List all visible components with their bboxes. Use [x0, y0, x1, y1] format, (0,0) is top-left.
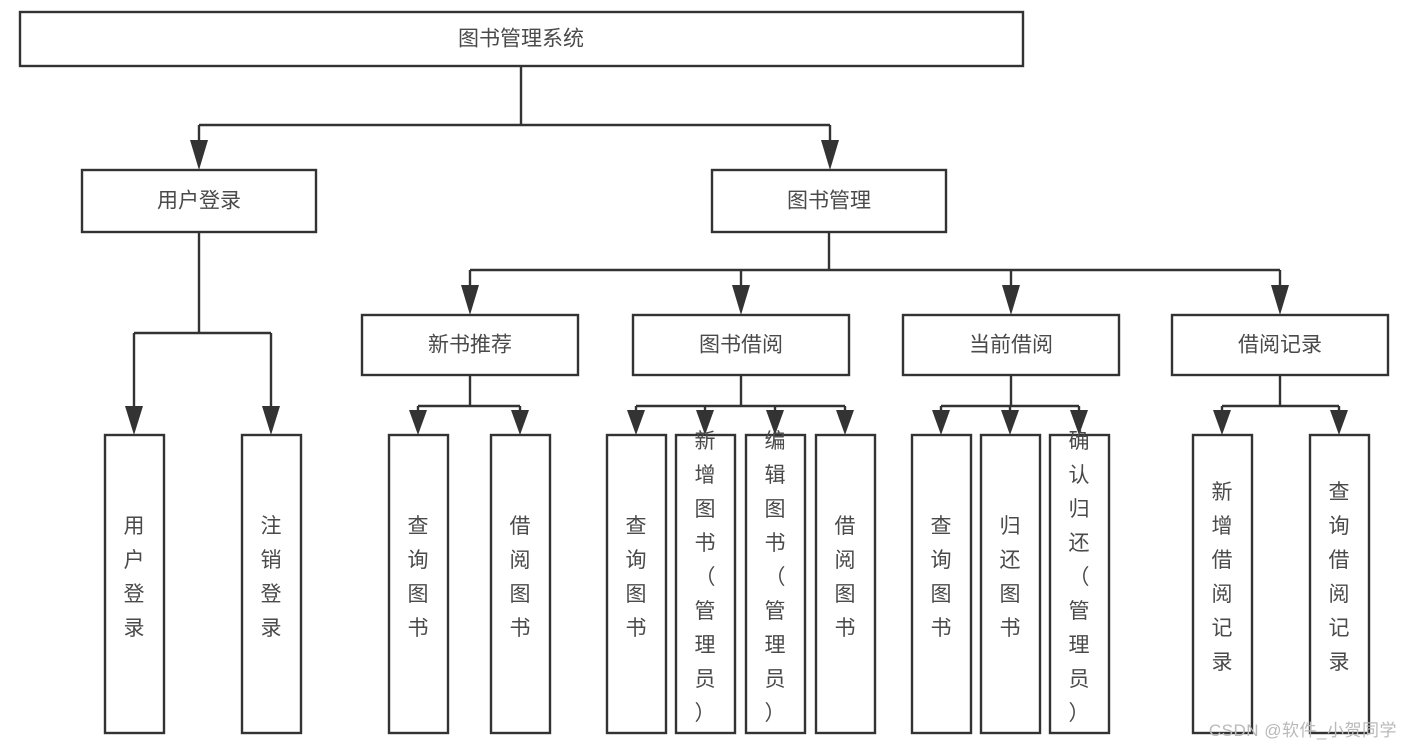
node-current-borrow-label: 当前借阅: [969, 334, 1053, 357]
node-book-management[interactable]: 图书管理: [710, 168, 948, 234]
node-leaf-add-record[interactable]: 新增借阅记录: [1191, 433, 1254, 735]
node-leaf-query-record-label: 查询借阅记录: [1329, 481, 1350, 674]
node-user-login-box[interactable]: [80, 168, 318, 234]
node-borrow-record-box[interactable]: [1170, 313, 1390, 377]
node-leaf-add-book-label: 新增图书（管理员）: [695, 430, 716, 725]
arrowhead-to-leaf-user-login: [125, 406, 143, 435]
node-user-login-label: 用户登录: [157, 190, 241, 213]
csdn-watermark: CSDN @软件_小贺同学: [1208, 721, 1397, 740]
node-book-borrow-label: 图书借阅: [699, 334, 783, 357]
arrowhead-to-book-management: [821, 140, 839, 170]
node-leaf-add-record-label: 新增借阅记录: [1212, 481, 1233, 674]
node-user-login[interactable]: 用户登录: [80, 168, 318, 234]
node-current-borrow[interactable]: 当前借阅: [901, 313, 1121, 377]
arrowhead-to-leaf-edit-book: [766, 410, 784, 435]
connector-layer: [125, 66, 1348, 435]
node-leaf-query-book-2-label: 查询图书: [626, 515, 647, 640]
arrowhead-to-new-book-recommend: [461, 285, 479, 315]
node-leaf-user-login-label: 用户登录: [124, 515, 145, 640]
node-leaf-logout-login-box[interactable]: [240, 433, 303, 735]
node-borrow-record-label: 借阅记录: [1238, 334, 1322, 357]
node-leaf-borrow-book-2-label: 借阅图书: [835, 515, 856, 640]
arrowhead-to-leaf-logout-login: [262, 406, 280, 435]
node-leaf-add-record-box[interactable]: [1191, 433, 1254, 735]
node-root[interactable]: 图书管理系统: [18, 10, 1025, 68]
connector-bookborrow-to-leaves-bus: [634, 375, 847, 413]
arrowhead-to-leaf-query-book-3: [932, 410, 950, 435]
node-leaf-add-book[interactable]: 新增图书（管理员）: [674, 430, 737, 735]
node-leaf-user-login-box[interactable]: [103, 433, 166, 735]
node-leaf-confirm-return-label: 确认归还（管理员）: [1069, 430, 1090, 725]
node-book-management-box[interactable]: [710, 168, 948, 234]
node-leaf-query-book-2-box[interactable]: [605, 433, 668, 735]
node-book-borrow-box[interactable]: [631, 313, 851, 377]
node-leaf-query-record[interactable]: 查询借阅记录: [1308, 433, 1371, 735]
node-leaf-add-book-box[interactable]: [674, 433, 737, 735]
node-leaf-logout-login[interactable]: 注销登录: [240, 433, 303, 735]
connector-newbook-to-leaves-bus: [416, 375, 522, 413]
arrowhead-to-leaf-return-book: [1001, 410, 1019, 435]
node-leaf-borrow-book-1-box[interactable]: [489, 433, 552, 735]
arrowhead-to-book-borrow: [732, 285, 750, 315]
arrowhead-to-user-login: [190, 140, 208, 170]
node-current-borrow-box[interactable]: [901, 313, 1121, 377]
node-leaf-query-book-2[interactable]: 查询图书: [605, 433, 668, 735]
node-leaf-query-book-1[interactable]: 查询图书: [387, 433, 450, 735]
node-leaf-logout-login-label: 注销登录: [261, 515, 282, 640]
node-leaf-borrow-book-1-label: 借阅图书: [510, 515, 531, 640]
node-leaf-query-book-1-box[interactable]: [387, 433, 450, 735]
node-leaf-edit-book-label: 编辑图书（管理员）: [765, 430, 786, 725]
arrowhead-to-leaf-query-book-1: [409, 410, 427, 435]
node-leaf-confirm-return[interactable]: 确认归还（管理员）: [1048, 430, 1111, 735]
node-borrow-record[interactable]: 借阅记录: [1170, 313, 1390, 377]
node-leaf-return-book[interactable]: 归还图书: [979, 433, 1042, 735]
node-leaf-return-book-label: 归还图书: [1000, 515, 1021, 640]
arrowhead-to-current-borrow: [1002, 285, 1020, 315]
node-leaf-borrow-book-2-box[interactable]: [814, 433, 877, 735]
node-new-book-recommend-label: 新书推荐: [428, 334, 512, 357]
node-leaf-borrow-book-2[interactable]: 借阅图书: [814, 433, 877, 735]
node-leaf-return-book-box[interactable]: [979, 433, 1042, 735]
node-book-borrow[interactable]: 图书借阅: [631, 313, 851, 377]
node-new-book-recommend[interactable]: 新书推荐: [360, 313, 580, 377]
connector-borrowrecord-to-leaves-bus: [1220, 375, 1341, 413]
node-root-label: 图书管理系统: [458, 28, 584, 51]
node-new-book-recommend-box[interactable]: [360, 313, 580, 377]
node-leaf-query-book-3[interactable]: 查询图书: [910, 433, 973, 735]
node-leaf-confirm-return-box[interactable]: [1048, 433, 1111, 735]
node-leaf-query-record-box[interactable]: [1308, 433, 1371, 735]
node-leaf-query-book-3-label: 查询图书: [931, 515, 952, 640]
node-leaf-edit-book-box[interactable]: [744, 433, 807, 735]
connector-bookmgmt-to-level3-bus: [468, 232, 1282, 287]
node-leaf-edit-book[interactable]: 编辑图书（管理员）: [744, 430, 807, 735]
connector-userlogin-to-leaves-bus: [132, 232, 273, 408]
arrowhead-to-borrow-record: [1271, 285, 1289, 315]
arrowhead-to-leaf-query-record: [1330, 410, 1348, 435]
node-leaf-borrow-book-1[interactable]: 借阅图书: [489, 433, 552, 735]
arrowhead-to-leaf-query-book-2: [627, 410, 645, 435]
node-leaf-query-book-3-box[interactable]: [910, 433, 973, 735]
node-leaf-user-login[interactable]: 用户登录: [103, 433, 166, 735]
connector-root-to-level2-bus: [197, 66, 832, 142]
arrowhead-to-leaf-confirm-return: [1070, 410, 1088, 435]
arrowhead-to-leaf-add-record: [1213, 410, 1231, 435]
node-book-management-label: 图书管理: [787, 190, 871, 213]
arrowhead-to-leaf-borrow-book-1: [511, 410, 529, 435]
arrowhead-to-leaf-borrow-book-2: [836, 410, 854, 435]
connector-currentborrow-to-leaves-bus: [939, 375, 1081, 413]
node-leaf-query-book-1-label: 查询图书: [408, 515, 429, 640]
arrowhead-to-leaf-add-book: [696, 410, 714, 435]
node-root-box[interactable]: [18, 10, 1025, 68]
